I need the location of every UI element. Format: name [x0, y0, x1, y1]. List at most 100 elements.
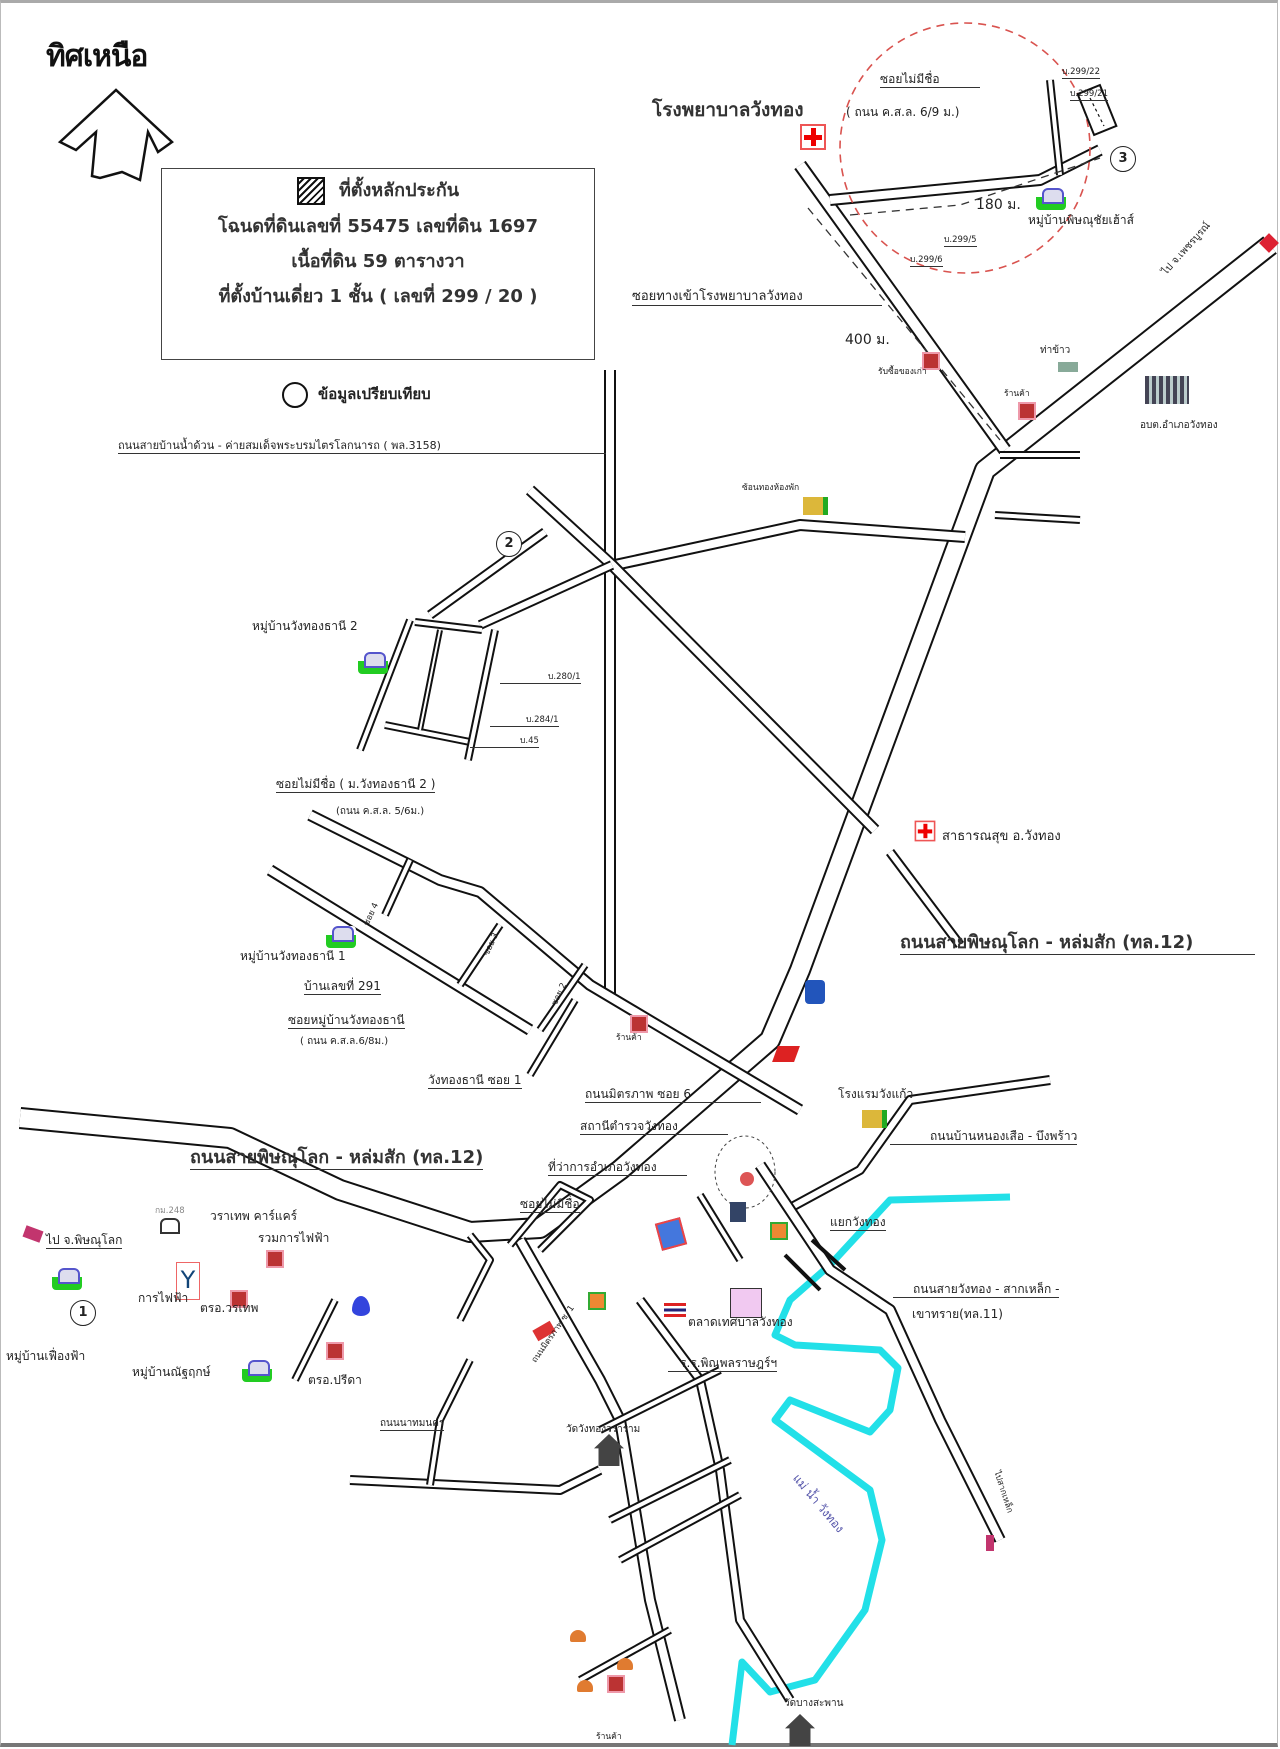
road	[514, 1237, 686, 1722]
radius-circle	[839, 22, 1091, 274]
house-45: บ.45	[470, 736, 539, 749]
soi-hospital-label: ซอยทางเข้าโรงพยาบาลวังทอง	[632, 289, 882, 307]
marker-2[interactable]: 2	[496, 531, 522, 557]
bridge-icon	[783, 1238, 847, 1292]
legend-area: เนื้อที่ดิน 59 ตารางวา	[291, 251, 465, 272]
flag-icon	[664, 1303, 686, 1317]
legend-compare: ข้อมูลเปรียบเทียบ	[318, 385, 431, 403]
road-fill	[458, 923, 502, 987]
shop-label: ร้านค้า	[1004, 389, 1030, 399]
road-fill	[538, 963, 587, 1032]
road-fill	[458, 1233, 492, 1321]
marker-3[interactable]: 3	[1110, 146, 1136, 172]
shop-icon	[630, 1015, 648, 1033]
shop-icon	[326, 1342, 344, 1360]
office-building-icon	[1145, 376, 1189, 404]
shop-icon	[922, 352, 940, 370]
road-nathom-label: ถนนนาทมนคร	[380, 1418, 445, 1431]
road-fill	[308, 811, 803, 1114]
inspect-preeda-label: ตรอ.ปรีดา	[308, 1373, 362, 1387]
north-arrow-icon	[57, 88, 174, 182]
km-248-label: กม.248	[155, 1206, 185, 1216]
road-fill	[19, 237, 1276, 1241]
electric-label: การไฟฟ้า	[138, 1291, 189, 1305]
house-284-1: บ.284/1	[490, 715, 559, 728]
road-fill	[293, 1299, 337, 1381]
hospital-icon	[800, 124, 826, 150]
road-fill	[466, 629, 497, 761]
village-fueangfa-label: หมู่บ้านเฟื่องฟ้า	[6, 1349, 86, 1363]
village-natthareuk-label: หมู่บ้านณัฐฤกษ์	[132, 1365, 211, 1379]
hut-icon	[577, 1680, 593, 1692]
road-fill	[358, 619, 412, 751]
village-pitsanuchai-label: หมู่บ้านพิษณุชัยเฮ้าส์	[1028, 213, 1134, 227]
road-fill	[414, 620, 483, 632]
soi-village2-label: ซอยไม่มีชื่อ ( ม.วังทองธานี 2 )	[276, 777, 436, 794]
village-icon	[242, 1360, 272, 1382]
convenience-store-icon	[770, 1222, 788, 1240]
shop-icon	[230, 1290, 248, 1308]
legend-deed: โฉนดที่ดินเลขที่ 55475 เลขที่ดิน 1697	[217, 216, 538, 237]
road-fill	[1048, 79, 1062, 176]
rice-mill-icon	[1058, 362, 1078, 372]
road-fill	[619, 1493, 741, 1562]
soi-village2-sub: (ถนน ค.ส.ล. 5/6ม.)	[336, 806, 425, 817]
market-label: ตลาดเทศบาลวังทอง	[688, 1315, 793, 1329]
mittraphap-6-label: ถนนมิตรภาพ ซอย 6	[585, 1087, 762, 1104]
road-11-label: ถนนสายวังทอง - สากเหล็ก -	[893, 1282, 1060, 1299]
river-line	[728, 1193, 1011, 1746]
lodging-label: ซ้อนทองห้องพัก	[742, 483, 800, 493]
to-phitsanulok-label: ไป จ.พิษณุโลก	[46, 1233, 123, 1250]
pin-icon	[740, 1172, 754, 1186]
km-post-icon	[160, 1218, 180, 1234]
carcare-label: วราเทพ คาร์แคร์	[210, 1209, 298, 1223]
target-plot	[1076, 83, 1118, 137]
shop-icon	[266, 1250, 284, 1268]
hotel-icon	[862, 1110, 887, 1128]
road-fill	[579, 1628, 671, 1682]
road-fill	[614, 521, 966, 569]
wat-wangthong-label: วัดวังทองวราราม	[566, 1424, 641, 1435]
obt-label: อบต.อำเภอวังทอง	[1140, 420, 1218, 431]
north-label: ทิศเหนือ	[46, 39, 148, 74]
road-fill	[419, 629, 441, 731]
road-fill	[599, 1368, 721, 1432]
distance-180: 180 ม.	[976, 197, 1021, 213]
village-icon	[358, 652, 388, 674]
police-label: สถานีตำรวจวังทอง	[580, 1119, 728, 1136]
hut-icon	[570, 1630, 586, 1642]
house-299-5: บ.299/5	[944, 235, 977, 248]
legend-house: ที่ตั้งบ้านเดี่ยว 1 ชั้น ( เลขที่ 299 / …	[218, 286, 538, 307]
hotel-label: โรงแรมวังแก้ว	[838, 1087, 914, 1101]
road-fill	[887, 850, 963, 947]
road-fill	[637, 1298, 793, 1702]
road-fill	[756, 1162, 1004, 1542]
road-fill	[698, 1193, 742, 1262]
compare-circle-icon	[282, 382, 308, 408]
village-icon	[52, 1268, 82, 1290]
highway-12-label-left: ถนนสายพิษณุโลก - หล่มสัก (ทล.12)	[190, 1147, 484, 1170]
electric-coop-label: รวมการไฟฟ้า	[258, 1231, 330, 1245]
junction-label: แยกวังทอง	[830, 1215, 886, 1232]
village-1-label: หมู่บ้านวังทองธานี 1	[240, 949, 346, 963]
shop-label: ร้านค้า	[596, 1732, 622, 1742]
electricity-icon: Y	[176, 1262, 200, 1300]
hut-icon	[617, 1658, 633, 1670]
legend-item: ที่ตั้งหลักประกัน	[338, 180, 460, 201]
road-fill	[609, 1458, 731, 1522]
hospital-label: โรงพยาบาลวังทอง	[652, 99, 804, 121]
road-fill	[528, 998, 577, 1077]
rice-mill-label: ท่าข้าว	[1040, 345, 1071, 356]
village-icon	[1036, 188, 1066, 210]
inspect-voratep-label: ตรอ.วรเทพ	[200, 1301, 259, 1315]
soi-village1-label: ซอยหมู่บ้านวังทองธานี	[288, 1013, 405, 1030]
district-office-icon	[730, 1202, 746, 1222]
road-fill	[994, 513, 1081, 522]
direction-sign-icon	[986, 1535, 994, 1551]
district-dashed-circle	[714, 1135, 776, 1209]
marker-1[interactable]: 1	[70, 1300, 96, 1326]
shop-icon	[1018, 402, 1036, 420]
road-fill	[267, 866, 533, 1034]
road-fill	[829, 146, 1102, 204]
